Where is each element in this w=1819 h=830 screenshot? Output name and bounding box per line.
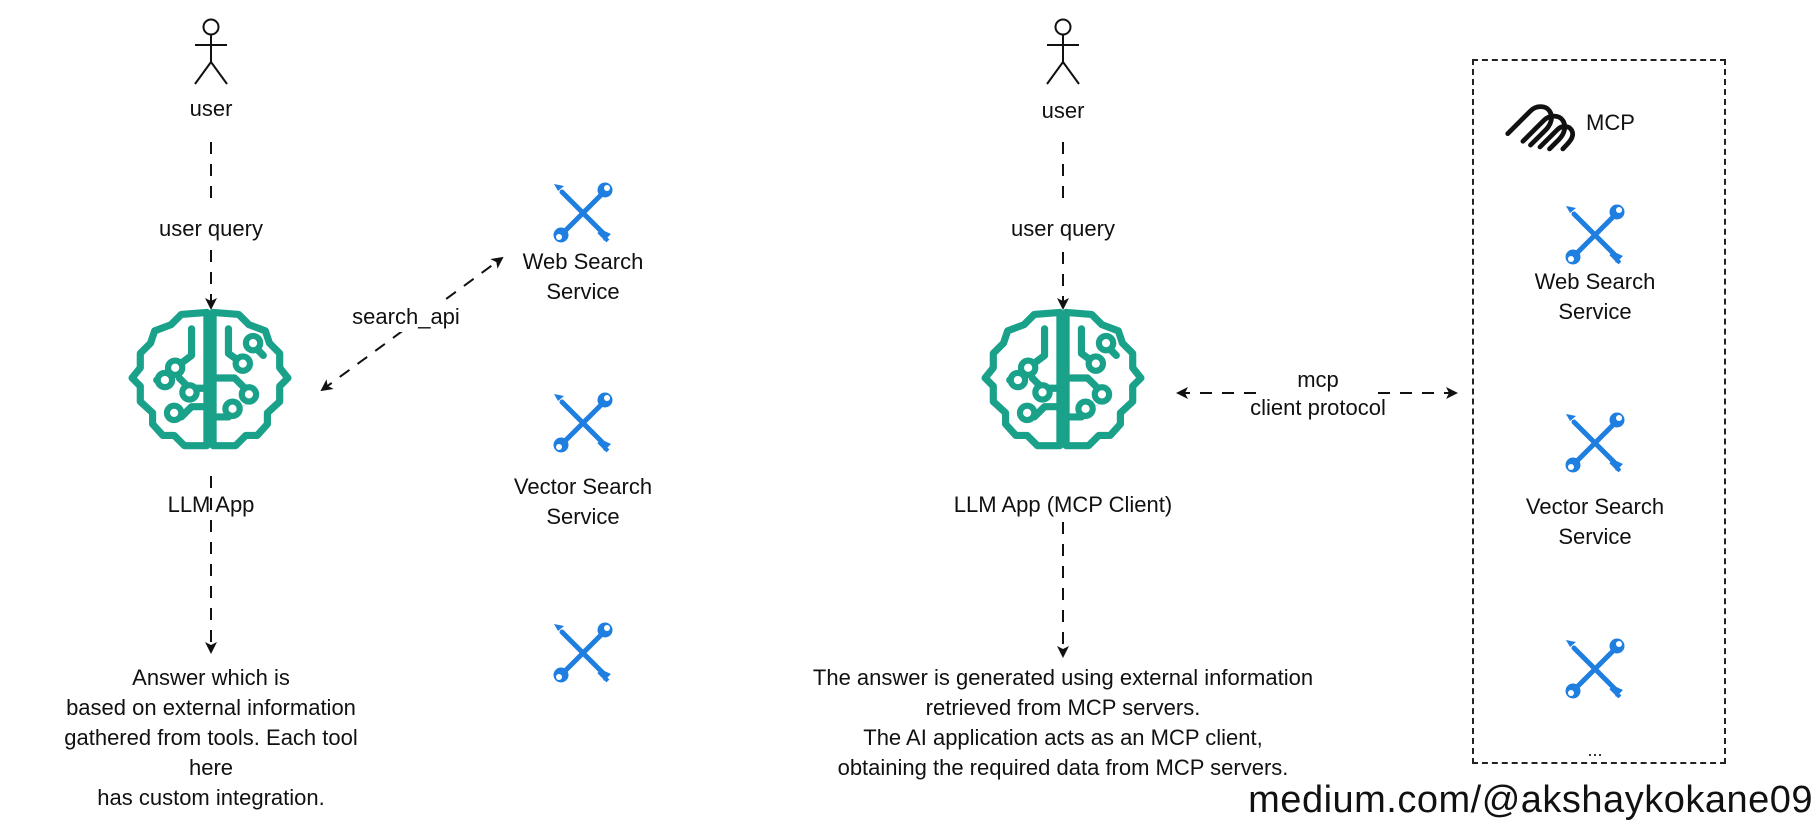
left-llm-brain-icon <box>132 312 288 445</box>
mcp-servers-box <box>1472 59 1726 764</box>
left-tool-web-search-label: Web Search Service <box>522 249 644 304</box>
left-tool-vector-search-icon <box>554 393 613 453</box>
right-user-icon <box>1046 18 1080 85</box>
right-tool-vector-search-label: Vector Search Service <box>1525 494 1665 549</box>
watermark-text: medium.com/@akshaykokane09 <box>1248 779 1813 821</box>
mcp-more-indicator: ... <box>1587 740 1603 760</box>
right-app-label: LLM App (MCP Client) <box>953 492 1173 517</box>
left-tool-vector-search-label: Vector Search Service <box>513 474 653 529</box>
right-protocol-label: mcp client protocol <box>1250 367 1386 420</box>
right-user-label: user <box>1041 98 1085 123</box>
right-connectors <box>1057 142 1458 658</box>
left-app-label: LLM App <box>167 492 255 517</box>
left-query-label: user query <box>131 214 291 244</box>
left-user-icon <box>194 18 228 85</box>
left-api-label: search_api <box>336 302 476 332</box>
right-tool-web-search-label: Web Search Service <box>1534 269 1656 324</box>
right-llm-brain-icon <box>985 312 1141 445</box>
left-user-label: user <box>189 96 233 121</box>
right-query-label: user query <box>983 214 1143 244</box>
left-tool-third-icon <box>554 623 613 683</box>
mcp-title: MCP <box>1586 110 1635 135</box>
left-answer-text: Answer which is based on external inform… <box>64 665 358 810</box>
left-tool-web-search-icon <box>554 183 613 243</box>
right-answer-text: The answer is generated using external i… <box>812 665 1314 780</box>
